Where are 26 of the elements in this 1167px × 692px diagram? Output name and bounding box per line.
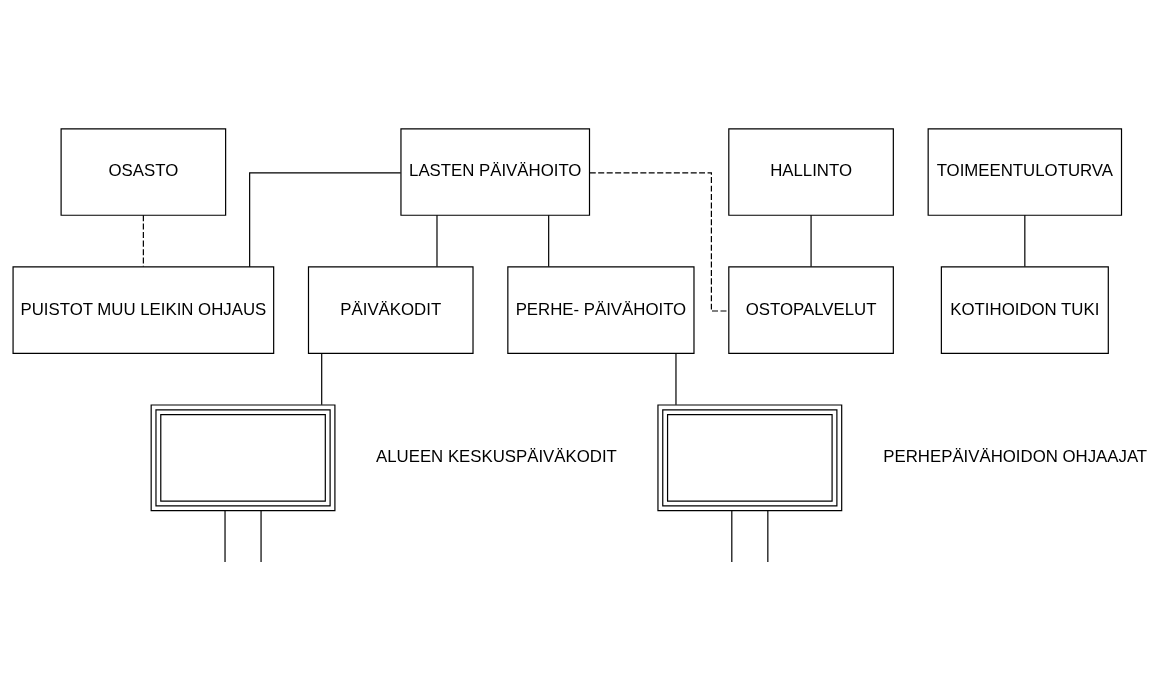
node-box: OSTOPALVELUT [728, 266, 894, 354]
label: PERHEPÄIVÄHOIDON OHJAAJAT [883, 447, 1148, 467]
node-box [150, 404, 336, 512]
connector [436, 214, 438, 268]
connector [224, 510, 226, 563]
connector [142, 214, 144, 268]
connector [675, 353, 677, 406]
connector [260, 510, 262, 563]
connector [731, 510, 733, 563]
node-box: PERHE- PÄIVÄHOITO [507, 266, 695, 354]
connector [767, 510, 769, 563]
node-box: KOTIHOIDON TUKI [940, 266, 1109, 354]
node-box [657, 404, 843, 512]
connector [321, 353, 323, 406]
connector [1024, 214, 1026, 268]
connector [589, 172, 730, 312]
node-box: HALLINTO [728, 128, 894, 216]
node-box: LASTEN PÄIVÄHOITO [400, 128, 591, 216]
node-box: OSASTO [60, 128, 227, 216]
connector [249, 172, 402, 268]
node-box: PÄIVÄKODIT [307, 266, 474, 354]
connector [548, 214, 550, 268]
node-box: PUISTOT MUU LEIKIN OHJAUS [12, 266, 275, 354]
node-box: TOIMEENTULOTURVA [927, 128, 1123, 216]
label: ALUEEN KESKUSPÄIVÄKODIT [376, 447, 617, 467]
connector [810, 214, 812, 268]
